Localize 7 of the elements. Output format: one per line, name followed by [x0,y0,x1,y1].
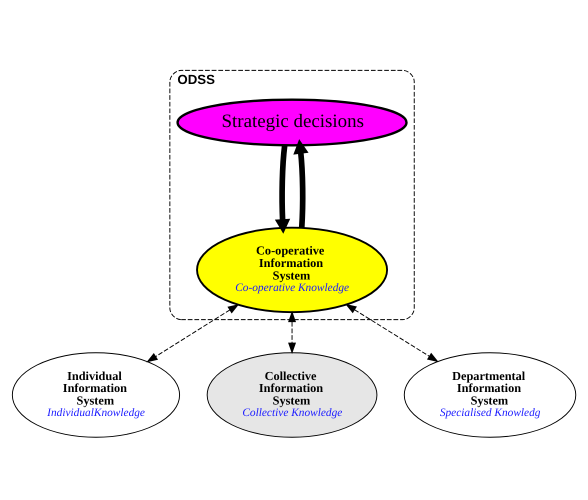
node-ellipse: Strategic decisions [176,98,408,146]
arrow [274,144,290,234]
arrow [293,139,309,228]
arrow [345,304,439,362]
arrow [288,310,296,354]
arrow [146,304,240,362]
node-ellipse: Collective Information System Collective Knowledge [206,352,378,438]
